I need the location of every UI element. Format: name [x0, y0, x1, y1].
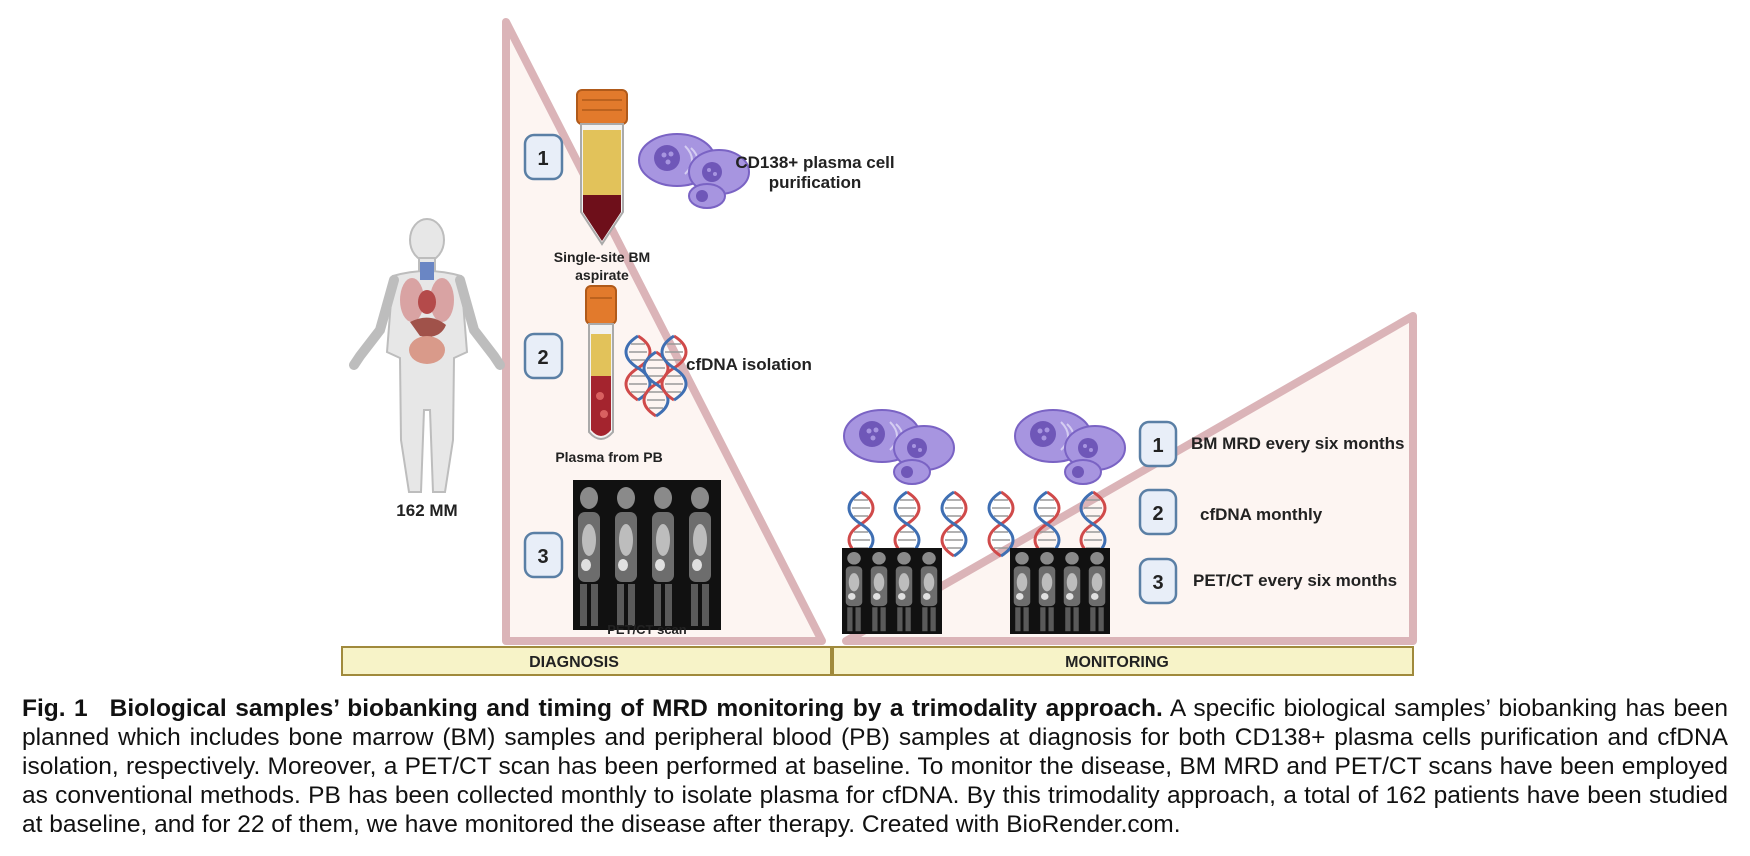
peripheral-blood-tube-icon	[585, 285, 617, 440]
cfdna-isolation-label: cfDNA isolation	[686, 355, 812, 374]
step-3-badge	[523, 531, 564, 579]
pet-ct-scan-image	[1010, 548, 1110, 634]
monitoring-legend-badge-2	[1138, 488, 1178, 536]
step-2-number: 2	[537, 347, 548, 369]
plasma-cell-icon	[843, 409, 955, 485]
monitoring-legend-badge-1	[1138, 420, 1178, 468]
pet-ct-scan-image	[573, 480, 721, 630]
cd138-label-line1: CD138+ plasma cell	[735, 153, 894, 172]
bm-aspirate-label-line2: aspirate	[575, 267, 629, 283]
step-2-badge	[523, 332, 564, 380]
cd138-label-line2: purification	[769, 173, 862, 192]
figure-caption: Fig. 1 Biological samples’ biobanking and…	[22, 694, 1728, 839]
plasma-cell-icon	[638, 133, 750, 209]
step-1-number: 1	[537, 148, 548, 170]
step-1-badge	[523, 133, 564, 181]
monitoring-legend-badge-3	[1138, 557, 1178, 605]
plasma-cell-icon	[1014, 409, 1126, 485]
diagnosis-phase-label: DIAGNOSIS	[529, 654, 619, 671]
pet-ct-label: PET/CT scan	[607, 622, 687, 637]
figure-caption-title: Biological samples’ biobanking and timin…	[109, 695, 1163, 722]
human-body-icon	[349, 218, 505, 493]
plasma-pb-label: Plasma from PB	[555, 449, 662, 465]
bm-aspirate-label-line1: Single-site BM	[554, 249, 650, 265]
step-3-number: 3	[537, 546, 548, 568]
dna-icon	[893, 490, 921, 558]
monitoring-legend-number-1: 1	[1152, 435, 1163, 457]
monitoring-phase-bar	[832, 646, 1414, 676]
monitoring-legend-text-3: PET/CT every six months	[1193, 571, 1397, 590]
monitoring-legend-number-2: 2	[1152, 503, 1163, 525]
patient-count-label: 162 MM	[396, 501, 457, 520]
monitoring-phase-label: MONITORING	[1065, 654, 1169, 671]
dna-icon	[940, 490, 968, 558]
monitoring-legend-text-1: BM MRD every six months	[1191, 434, 1405, 453]
figure-caption-body: A specific biological samples’ biobankin…	[22, 695, 1728, 838]
dna-icon	[847, 490, 875, 558]
diagnosis-phase-bar	[341, 646, 832, 676]
pet-ct-scan-image	[842, 548, 942, 634]
figure-number: Fig. 1	[22, 695, 88, 722]
monitoring-legend-number-3: 3	[1152, 572, 1163, 594]
bm-aspirate-tube-icon	[576, 89, 628, 246]
monitoring-triangle	[842, 312, 1417, 645]
monitoring-legend-text-2: cfDNA monthly	[1200, 505, 1323, 524]
figure-illustration: 162 MM 1 Single-site BM aspirate CD138+ …	[341, 18, 1417, 676]
